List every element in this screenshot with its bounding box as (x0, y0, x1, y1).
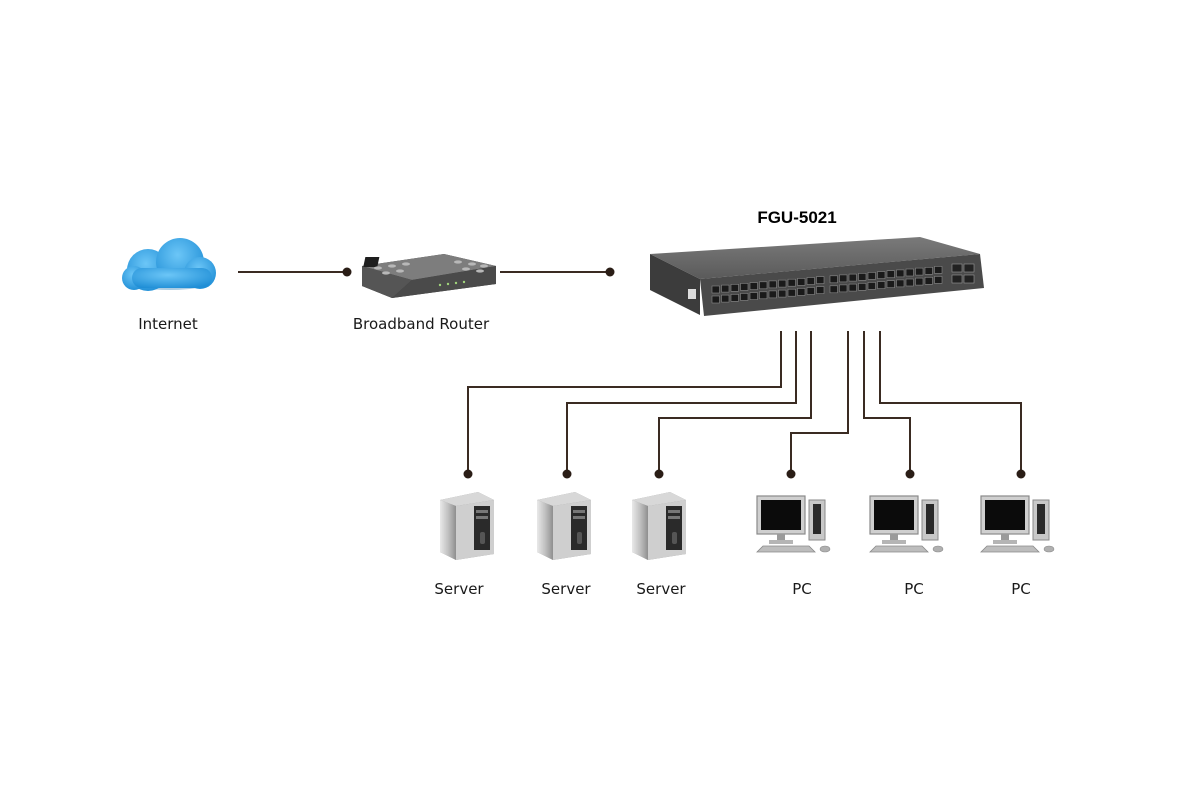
pc-label: PC (1011, 580, 1031, 598)
server-label: Server (434, 580, 484, 598)
cloud-icon (122, 238, 216, 291)
switch-port (867, 282, 876, 290)
switch-port (749, 282, 758, 290)
uplink-port (951, 274, 963, 284)
uplink-port (951, 263, 963, 273)
pc-label: PC (904, 580, 924, 598)
connection-lines (238, 271, 1022, 474)
switch-port (740, 283, 749, 291)
router-icon (362, 254, 496, 298)
switch-port (787, 288, 796, 297)
switch-port (867, 272, 876, 280)
uplink-port (963, 274, 975, 284)
switch-port (759, 291, 768, 300)
switch-port (905, 268, 914, 277)
switch-port (778, 279, 787, 288)
switch-port (924, 276, 933, 285)
link-switch-pc-1 (790, 331, 849, 474)
pc-label: PC (792, 580, 812, 598)
link-switch-server-1 (467, 331, 782, 474)
switch-port (778, 289, 787, 298)
switch-port (896, 279, 905, 288)
switch-port (886, 280, 895, 289)
switch-port (858, 282, 867, 291)
switch-port (816, 276, 825, 284)
server-tower-icon (440, 492, 494, 560)
switch-port (848, 273, 857, 282)
server-label: Server (636, 580, 686, 598)
switch-port (848, 283, 857, 292)
switch-port (749, 292, 758, 300)
switch-port (797, 288, 806, 296)
switch-model-label: FGU-5021 (757, 208, 837, 227)
link-switch-pc-3 (879, 331, 1022, 474)
switch-port (858, 272, 867, 281)
switch-port (915, 267, 924, 276)
server-tower-icon (537, 492, 591, 560)
switch-port (721, 284, 730, 293)
router-label: Broadband Router (352, 315, 490, 333)
switch-port (886, 270, 895, 279)
link-switch-pc-2 (863, 331, 911, 474)
switch-port (730, 293, 739, 302)
switch-port (934, 266, 943, 274)
uplink-port (963, 263, 975, 273)
switch-port (768, 280, 777, 289)
switch-port (915, 277, 924, 286)
switch-port (711, 285, 720, 294)
switch-port (839, 284, 848, 293)
switch-port (759, 281, 768, 290)
link-switch-server-2 (566, 331, 797, 474)
switch-port (806, 277, 815, 285)
switch-ports (711, 263, 975, 304)
switch-port (721, 294, 730, 303)
switch-port (768, 290, 777, 299)
internet-label: Internet (138, 315, 198, 333)
switch-port (730, 283, 739, 292)
switch-port (839, 274, 848, 283)
connection-dots (342, 267, 1026, 479)
switch-icon (650, 237, 984, 316)
switch-port (829, 275, 838, 284)
desktop-pc-icon (980, 495, 1055, 553)
server-tower-icon (632, 492, 686, 560)
switch-port (896, 269, 905, 278)
switch-port (806, 287, 815, 295)
switch-port (829, 285, 838, 294)
server-label: Server (541, 580, 591, 598)
switch-port (711, 295, 720, 304)
link-switch-server-3 (658, 331, 812, 474)
switch-port (787, 278, 796, 287)
switch-port (816, 286, 825, 294)
switch-port (797, 278, 806, 286)
switch-port (924, 266, 933, 275)
switch-port (905, 278, 914, 287)
switch-port (934, 276, 943, 284)
switch-port (740, 293, 749, 301)
switch-port (877, 271, 886, 279)
desktop-pc-icon (869, 495, 944, 553)
switch-port (877, 281, 886, 289)
desktop-pc-icon (756, 495, 831, 553)
